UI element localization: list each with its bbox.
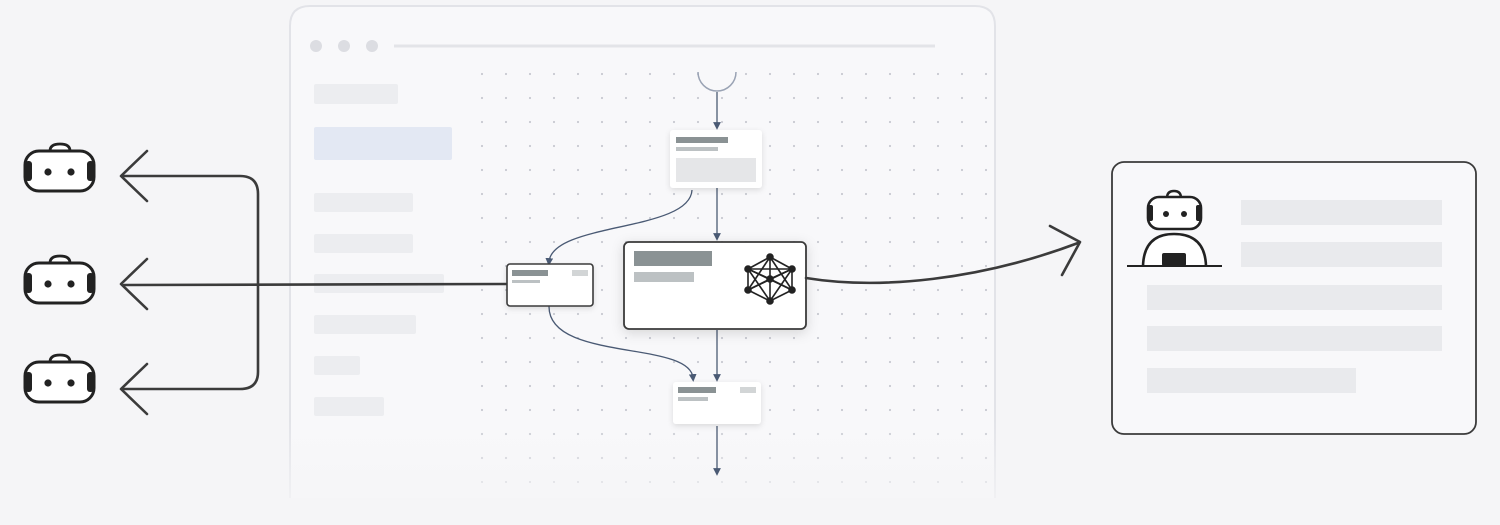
sidebar-placeholder [314, 397, 384, 416]
robot-avatar-icon [1127, 189, 1222, 267]
window-control-dot [366, 40, 378, 52]
sidebar-placeholder [314, 356, 360, 375]
arrow-line [804, 241, 1080, 285]
arrow-line [122, 282, 508, 287]
start-node [697, 71, 737, 92]
dispatch-arrows [119, 149, 508, 416]
card-placeholder-line [1147, 326, 1442, 351]
workflow-node-bottom[interactable] [673, 382, 761, 424]
arrow-head [119, 362, 149, 416]
workflow-node-llm[interactable] [623, 241, 807, 330]
sidebar-placeholder [314, 193, 413, 212]
robot-head-icon [23, 254, 96, 305]
workflow-node-left[interactable] [506, 263, 594, 307]
neural-network-icon [744, 253, 796, 305]
sidebar-active-placeholder [314, 127, 452, 160]
arrow-head [1048, 224, 1082, 277]
arrow-head [119, 257, 149, 311]
robot-head-icon [23, 142, 96, 193]
card-placeholder-line [1147, 285, 1442, 310]
card-placeholder-line [1147, 368, 1356, 393]
bracket-line [121, 174, 260, 391]
robot-head-icon [23, 353, 96, 404]
edge [548, 305, 697, 382]
window-control-dot [310, 40, 322, 52]
workflow-connectors [545, 71, 737, 476]
agent-robot-1 [23, 142, 96, 193]
card-placeholder-line [1241, 242, 1442, 267]
card-placeholder-line [1241, 200, 1442, 225]
agent-robot-3 [23, 353, 96, 404]
workflow-node-top[interactable] [670, 130, 762, 188]
window-control-dot [338, 40, 350, 52]
agent-robot-2 [23, 254, 96, 305]
agent-profile-card[interactable] [1111, 161, 1477, 435]
sidebar-placeholder [314, 234, 413, 253]
sidebar-placeholder [314, 84, 398, 104]
arrow-head [119, 149, 149, 203]
sidebar-placeholder [314, 315, 416, 334]
edge [545, 189, 693, 266]
bottom-fade [285, 420, 1005, 525]
output-arrow [804, 224, 1082, 285]
